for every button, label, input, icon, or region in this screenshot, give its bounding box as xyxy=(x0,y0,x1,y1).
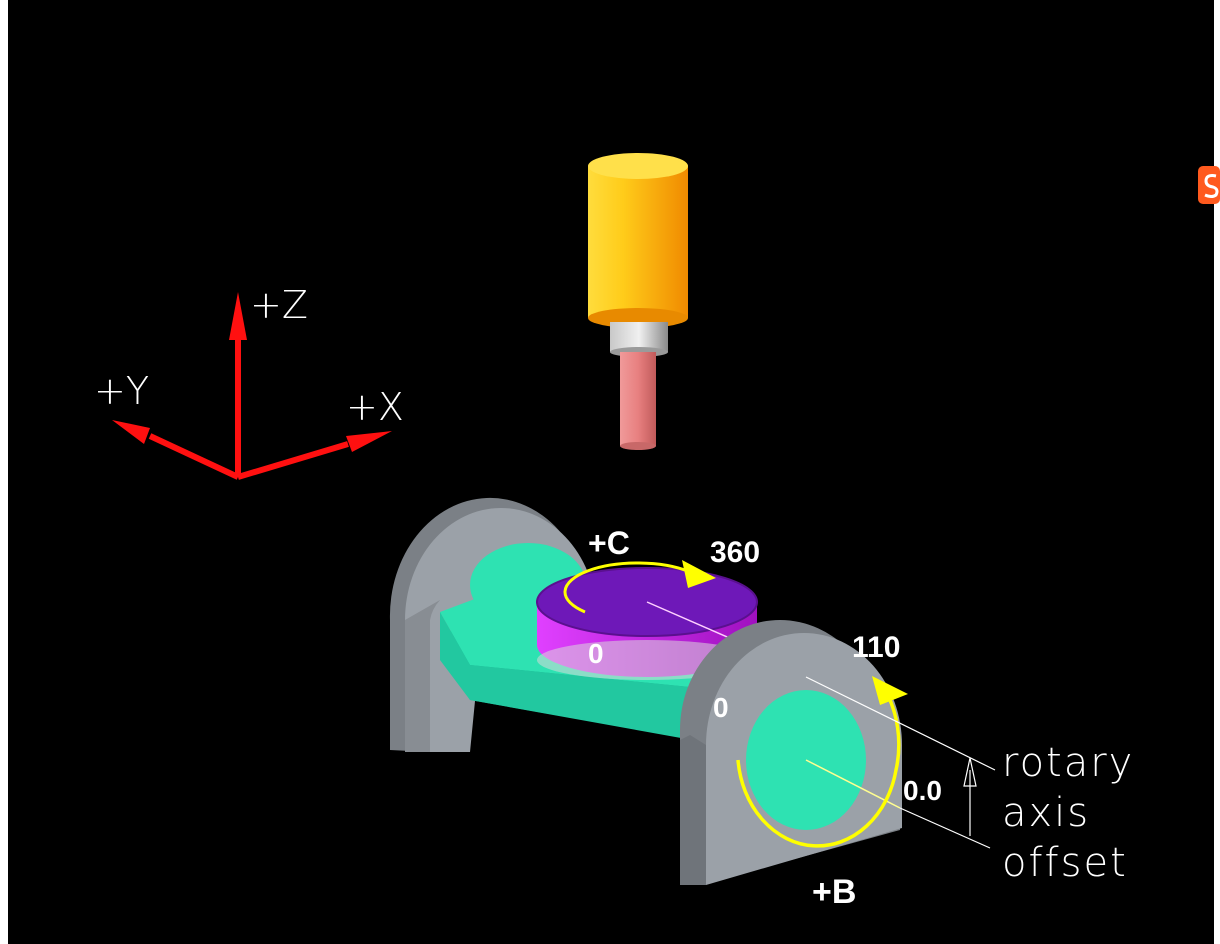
cutting-tool xyxy=(620,352,656,446)
offset-caption-line1: rotary xyxy=(1002,740,1134,786)
y-arrowhead-icon xyxy=(112,420,150,444)
rotary-c-table xyxy=(536,567,758,680)
c-axis-zero-value: 0 xyxy=(588,638,604,669)
b-axis-label: +B xyxy=(812,873,856,911)
offset-caption-line3: offset xyxy=(1002,840,1128,886)
offset-caption-line2: axis xyxy=(1002,790,1090,836)
spindle xyxy=(588,153,688,450)
z-axis-label: +Z xyxy=(250,283,308,327)
offset-dimension xyxy=(805,676,996,849)
x-arrowhead-icon xyxy=(346,431,392,452)
b-axis-max-value: 110 xyxy=(852,631,900,664)
offset-arrow-icon xyxy=(963,757,977,787)
z-arrowhead-icon xyxy=(229,292,247,340)
c-axis-label: +C xyxy=(588,525,630,561)
b-axis-indicator-line xyxy=(805,759,901,809)
spindle-top xyxy=(588,153,688,179)
edge-strip xyxy=(1214,0,1220,944)
x-axis-label: +X xyxy=(346,385,404,429)
offset-value: 0.0 xyxy=(903,775,942,806)
b-rotation-arrow-icon xyxy=(736,676,908,848)
c-rotation-arrow-icon xyxy=(563,560,716,614)
edge-logo-icon xyxy=(1198,166,1220,204)
coordinate-axes: +Z +Y +X xyxy=(94,283,404,480)
y-axis-label: +Y xyxy=(94,369,149,413)
trunnion-table xyxy=(389,497,908,885)
b-axis-zero-value: 0 xyxy=(713,692,729,723)
c-axis-max-value: 360 xyxy=(710,536,760,569)
